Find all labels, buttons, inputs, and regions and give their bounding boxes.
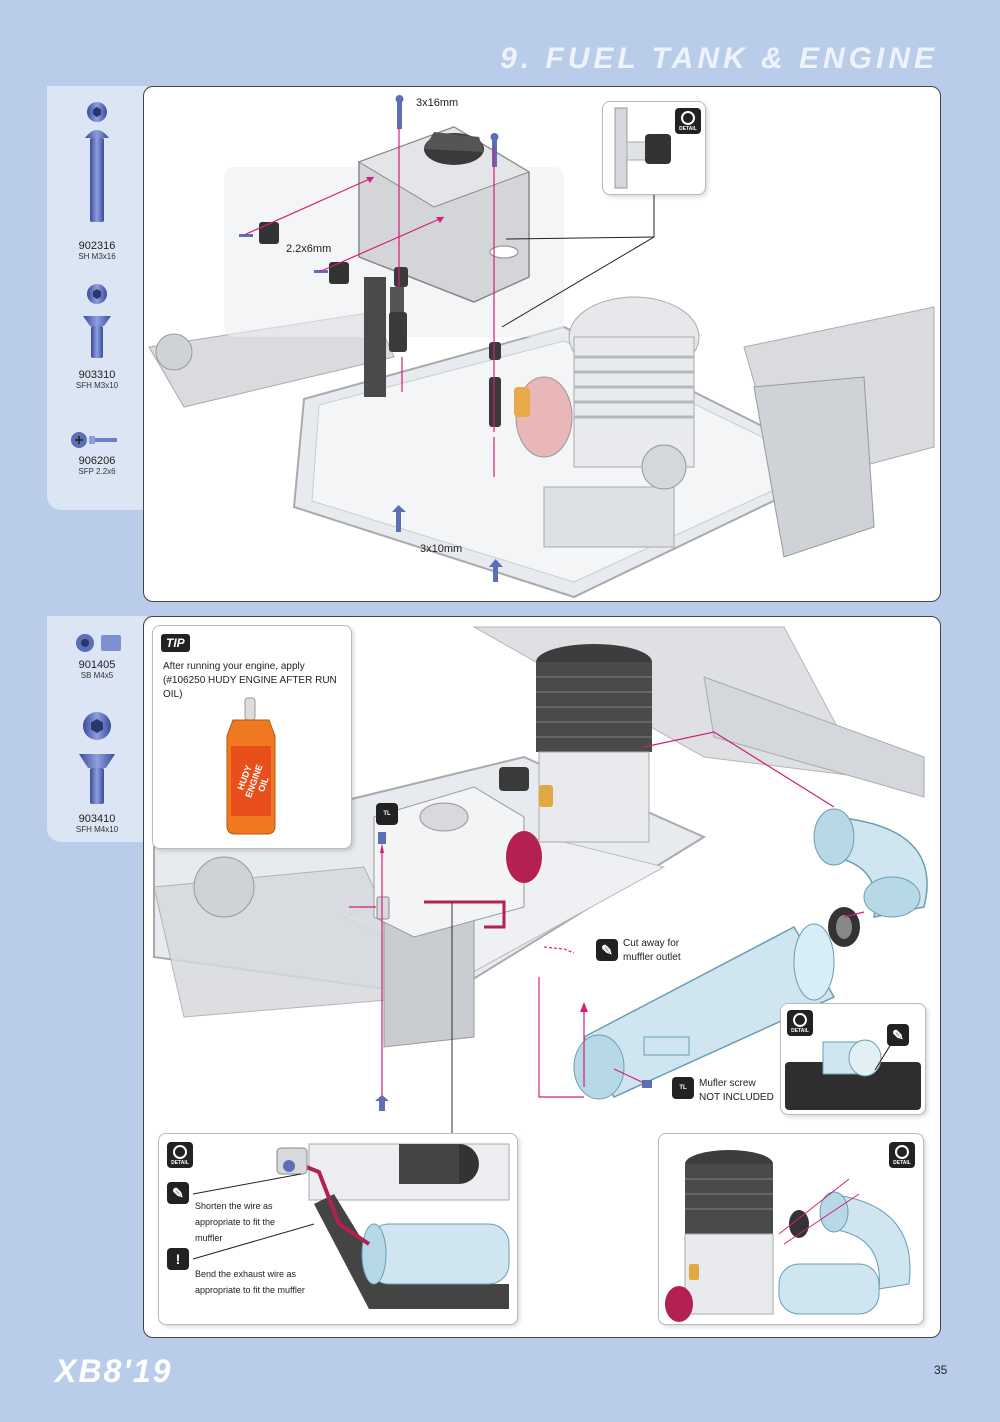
part-number: 901405 [78, 659, 116, 671]
muffler-screw-line-2: NOT INCLUDED [699, 1092, 774, 1103]
flat-head-screw-icon [79, 712, 115, 804]
engine-exhaust-panel: TIP After running your engine, apply (#1… [143, 616, 941, 1338]
bend-instructions: Bend the exhaust wire as appropriate to … [195, 1269, 305, 1295]
engine-icon [514, 296, 700, 548]
knife-icon: ✎ [887, 1024, 909, 1046]
part-number: 902316 [78, 240, 116, 252]
part-desc: SFH M4x10 [75, 825, 119, 834]
detail-icon: DETAIL [889, 1142, 915, 1168]
screw-label-3x10: 3x10mm [420, 543, 463, 555]
part-903410: 903410 SFH M4x10 [47, 710, 147, 835]
exhaust-wire-icon [192, 1143, 510, 1309]
part-number: 903410 [78, 813, 116, 825]
detail-icon: DETAIL [675, 108, 701, 134]
engine-exhaust-detail-icon [665, 1150, 911, 1322]
warning-icon: ! [167, 1248, 189, 1270]
tip-line-2: (#106250 HUDY ENGINE AFTER RUN OIL) [163, 675, 337, 700]
button-head-screw-icon [85, 102, 109, 222]
part-number: 906206 [78, 455, 116, 467]
part-desc: SB M4x5 [80, 671, 114, 680]
part-906206: 906206 SFP 2.2x6 [47, 430, 147, 477]
part-desc: SH M3x16 [78, 252, 116, 261]
muffler-screw-line-1: Mufler screw [699, 1078, 756, 1089]
shorten-instructions: Shorten the wire as appropriate to fit t… [195, 1201, 276, 1243]
cut-away-line-2: muffler outlet [623, 952, 681, 963]
self-tapping-screw-icon [71, 432, 117, 448]
xb8-logo: XB8'19 [55, 1353, 173, 1389]
page-number: 35 [934, 1363, 948, 1377]
flat-head-screw-icon [83, 284, 111, 358]
wire-detail-box: DETAIL ✎ Shorten the wire as appropriate… [158, 1133, 518, 1325]
oil-bottle-icon [226, 697, 276, 835]
parts-sidebar-2: 901405 SB M4x5 903410 SFH M4x10 [47, 616, 147, 842]
tl-icon: TL [672, 1077, 694, 1099]
part-901405: 901405 SB M4x5 [47, 632, 147, 681]
part-number: 903310 [78, 369, 116, 381]
fuel-tank-icon [357, 126, 531, 303]
tip-box: TIP After running your engine, apply (#1… [152, 625, 352, 849]
grommet-detail-box: DETAIL [602, 101, 706, 195]
cut-away-line-1: Cut away for [623, 938, 680, 949]
part-desc: SFP 2.2x6 [78, 467, 116, 476]
part-902316: 902316 SH M3x16 [47, 100, 147, 262]
knife-icon: ✎ [167, 1182, 189, 1204]
screw-label-2-2x6: 2.2x6mm [286, 243, 332, 255]
fuel-tank-panel: DETAIL 3x16mm 2.2x6mm 3x10mm [143, 86, 941, 602]
engine-icon [499, 644, 652, 883]
screw-label-3x16: 3x16mm [416, 97, 459, 109]
detail-icon: DETAIL [167, 1142, 193, 1168]
part-903310: 903310 SFH M3x10 [47, 282, 147, 391]
section-title: 9. FUEL TANK & ENGINE [500, 42, 938, 75]
part-desc: SFH M3x10 [75, 381, 119, 390]
detail-icon: DETAIL [787, 1010, 813, 1036]
tip-line-1: After running your engine, apply [163, 661, 305, 672]
exhaust-manifold-icon [813, 808, 928, 918]
grommet-icon [614, 107, 671, 189]
tip-badge: TIP [161, 634, 190, 652]
exhaust-detail-box: DETAIL [658, 1133, 924, 1325]
knife-icon: ✎ [596, 939, 618, 961]
tl-icon: TL [376, 803, 398, 825]
parts-sidebar-1: 902316 SH M3x16 903310 SFH M3x10 906206 … [47, 86, 147, 510]
fuel-tank-assembly-illustration [148, 95, 935, 599]
muffler-outlet-cut-icon [785, 1039, 921, 1110]
muffler-icon [573, 923, 836, 1100]
set-screw-icon [76, 634, 121, 652]
cut-detail-box: DETAIL ✎ [780, 1003, 926, 1115]
